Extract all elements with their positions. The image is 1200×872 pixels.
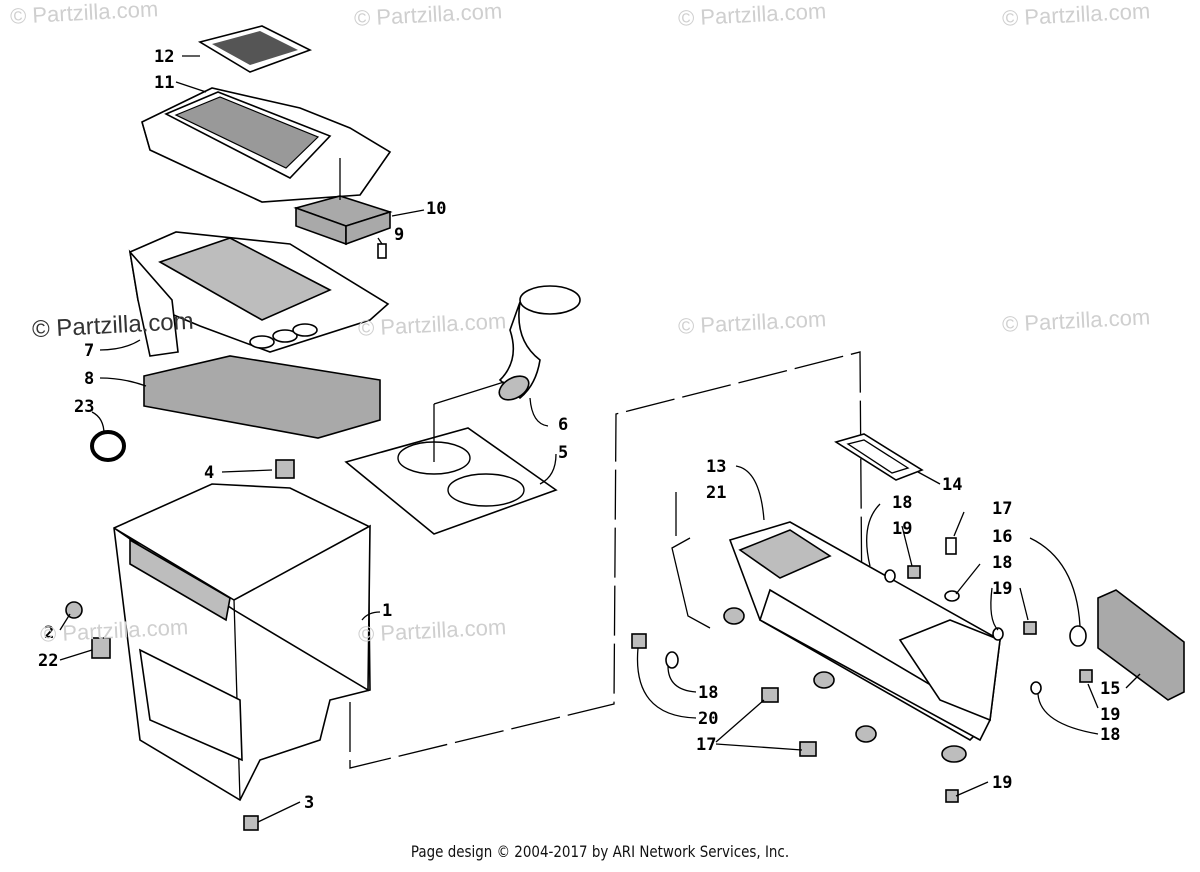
callout-17b: 17 — [696, 735, 716, 755]
part-14-seal[interactable] — [834, 433, 924, 481]
part-7-airbox-upper[interactable] — [128, 231, 390, 357]
callout-15: 15 — [1100, 679, 1120, 699]
part-21-rod[interactable] — [671, 537, 711, 629]
callout-18b: 18 — [992, 553, 1012, 573]
part-11-lid[interactable] — [141, 87, 392, 203]
callout-13: 13 — [706, 457, 726, 477]
part-23-clamp[interactable] — [90, 430, 126, 462]
callout-17a: 17 — [992, 499, 1012, 519]
right-hardware[interactable] — [631, 537, 1093, 803]
callout-14: 14 — [942, 475, 962, 495]
part-16-cap[interactable] — [1069, 625, 1087, 647]
callout-1: 1 — [382, 601, 392, 621]
callout-11: 11 — [154, 73, 174, 93]
callout-12: 12 — [154, 47, 174, 67]
callout-22: 22 — [38, 651, 58, 671]
part-9-screw[interactable] — [377, 243, 387, 259]
callout-4: 4 — [204, 463, 214, 483]
callout-16: 16 — [992, 527, 1012, 547]
assembly-lines — [339, 158, 863, 769]
callout-10: 10 — [426, 199, 446, 219]
callout-23: 23 — [74, 397, 94, 417]
part-15-filter-block[interactable] — [1097, 589, 1185, 701]
callout-5: 5 — [558, 443, 568, 463]
part-10-filter-pad[interactable] — [293, 195, 393, 246]
callout-7: 7 — [84, 341, 94, 361]
part-12-grille[interactable] — [197, 25, 313, 73]
callout-18a: 18 — [892, 493, 912, 513]
callout-8: 8 — [84, 369, 94, 389]
part-22-clip[interactable] — [91, 637, 111, 659]
part-3-nut[interactable] — [243, 815, 259, 831]
callout-19d: 19 — [992, 773, 1012, 793]
callout-3: 3 — [304, 793, 314, 813]
part-6-intake-boot[interactable] — [495, 285, 581, 405]
part-5-gasket[interactable] — [344, 427, 558, 535]
callout-19b: 19 — [992, 579, 1012, 599]
leader-lines — [59, 55, 1141, 823]
callout-labels: 12 11 10 9 7 8 23 6 5 4 1 2 22 3 13 21 1… — [38, 47, 1120, 813]
callout-2: 2 — [44, 623, 54, 643]
part-1-airbox-lower[interactable] — [113, 483, 371, 802]
callout-18c: 18 — [1100, 725, 1120, 745]
callout-9: 9 — [394, 225, 404, 245]
callout-20: 20 — [698, 709, 718, 729]
copyright-footer: Page design © 2004-2017 by ARI Network S… — [410, 842, 790, 861]
callout-18d: 18 — [698, 683, 718, 703]
callout-6: 6 — [558, 415, 568, 435]
part-13-duct[interactable] — [728, 521, 1001, 742]
callout-19c: 19 — [1100, 705, 1120, 725]
callout-19a: 19 — [892, 519, 912, 539]
part-8-filter[interactable] — [143, 355, 381, 439]
callout-21: 21 — [706, 483, 726, 503]
part-4-fitting[interactable] — [275, 459, 295, 479]
